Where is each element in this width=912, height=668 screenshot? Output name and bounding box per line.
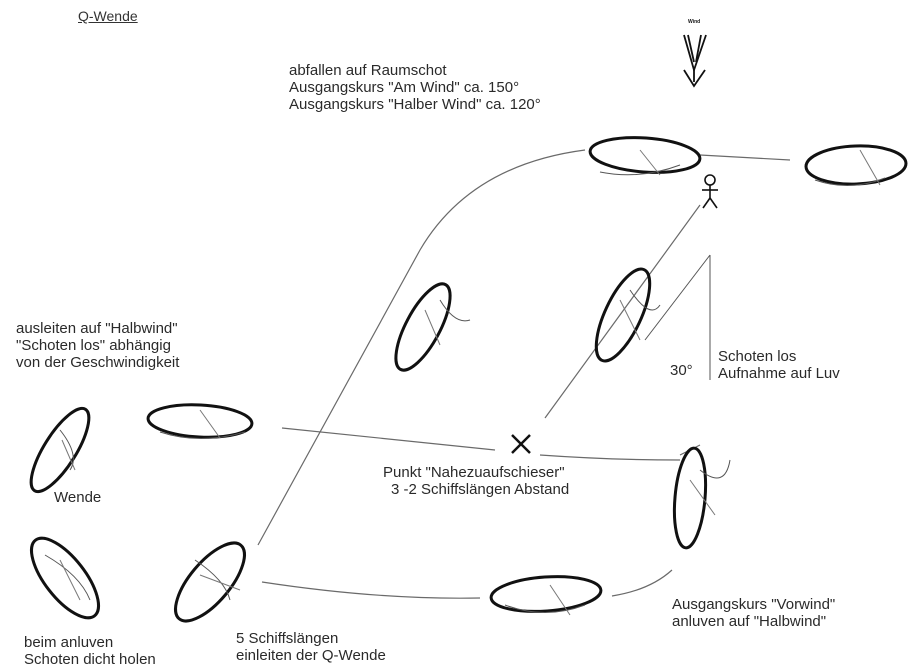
label-abfallen-line-1: abfallen auf Raumschot [289,62,447,79]
label-ausleiten-line-1: ausleiten auf "Halbwind" [16,320,178,337]
label-ausleiten-line-2: "Schoten los" abhängig [16,337,171,354]
angle-line-diagonal [644,254,711,341]
label-abfallen-line-3: Ausgangskurs "Halber Wind" ca. 120° [289,96,541,113]
label-angle: 30° [670,362,693,379]
label-vorwind-line-1: Ausgangskurs "Vorwind" [672,596,836,613]
boat-mid-right [594,267,661,363]
label-ausleiten: ausleiten auf "Halbwind" "Schoten los" a… [16,320,179,371]
label-punkt-line-1: Punkt "Nahezuaufschieser" [383,464,565,481]
path-bottom-segment [261,581,481,599]
label-einleiten-line-2: einleiten der Q-Wende [236,647,386,664]
boat-wende-lower [30,536,100,620]
label-beim-anluven: beim anluven Schoten dicht holen [24,634,156,668]
label-einleiten: 5 Schiffslängen einleiten der Q-Wende [236,630,386,664]
boat-top-right [804,144,908,187]
label-abfallen: abfallen auf Raumschot Ausgangskurs "Am … [289,62,541,113]
label-schoten-los-line-2: Aufnahme auf Luv [718,365,840,382]
path-top-segment [257,149,586,546]
boat-right-vertical [672,446,731,550]
boat-bottom-right [489,575,603,616]
label-punkt-line-2: 3 -2 Schiffslängen Abstand [391,481,570,498]
path-to-cross-segment [281,427,496,451]
label-einleiten-line-1: 5 Schiffslängen [236,630,339,647]
boat-top [588,136,702,176]
label-wende: Wende [54,489,102,506]
path-bottom-right-segment [611,569,673,597]
boat-wende-upper [29,406,91,494]
boat-bottom-left [174,541,246,623]
wind-arrow-icon [683,34,707,88]
label-schoten-los-line-1: Schoten los [718,348,797,365]
person-icon [702,174,718,209]
cross-marker [511,434,531,454]
path-diagonal-segment [544,204,701,419]
diagram-title: Q-Wende [78,8,138,24]
label-punkt: Punkt "Nahezuaufschieser" 3 -2 Schiffslä… [383,464,569,498]
path-top-right-segment [699,154,791,161]
wind-label: Wind [688,19,700,25]
label-abfallen-line-2: Ausgangskurs "Am Wind" ca. 150° [289,79,520,96]
course-path [257,149,791,599]
boat-mid-left [394,282,471,372]
boats [29,136,908,623]
label-beim-anluven-line-2: Schoten dicht holen [24,651,156,668]
label-ausleiten-line-3: von der Geschwindigkeit [16,354,180,371]
label-vorwind: Ausgangskurs "Vorwind" anluven auf "Halb… [672,596,835,630]
label-beim-anluven-line-1: beim anluven [24,634,114,651]
label-schoten-los: Schoten los Aufnahme auf Luv [718,348,840,382]
angle-marker [644,254,711,380]
boat-left-horizontal [146,403,254,439]
label-vorwind-line-2: anluven auf "Halbwind" [672,613,827,630]
path-cross-right-segment [539,454,681,461]
